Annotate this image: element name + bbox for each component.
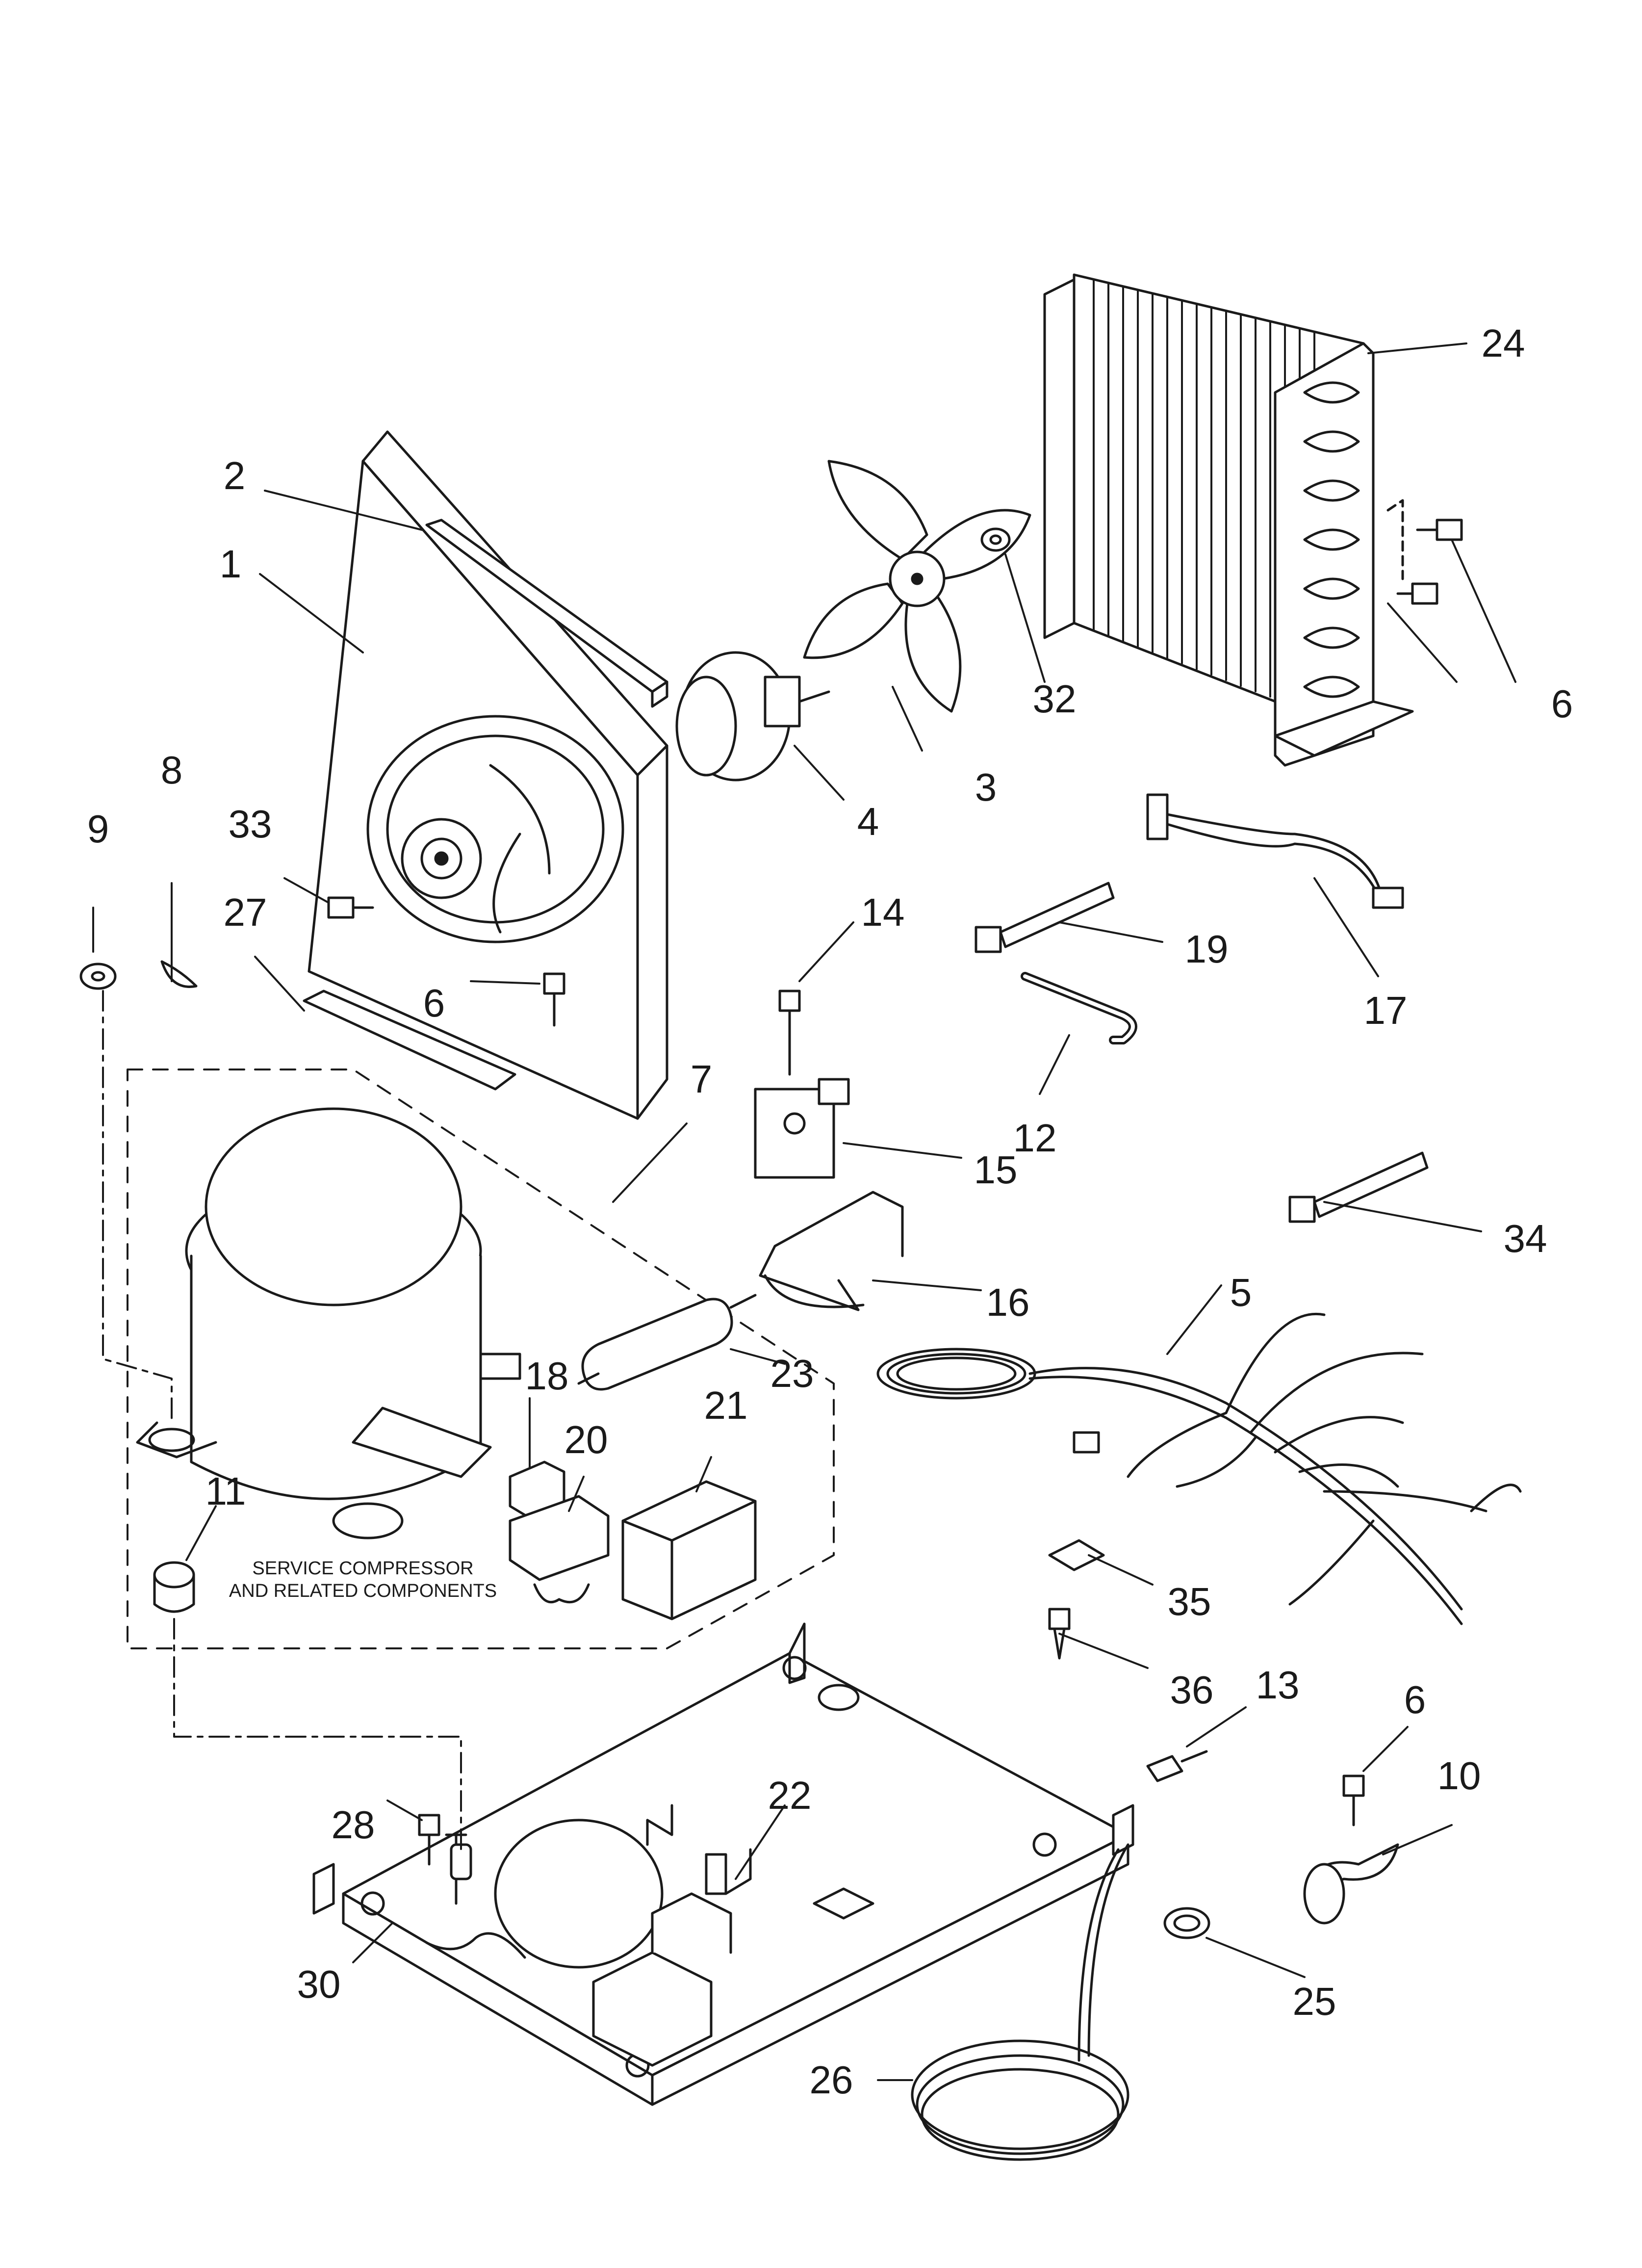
compressor-service-box [127, 1069, 835, 1649]
callout-2: 2 [223, 454, 246, 497]
callout-6-shroud: 6 [423, 981, 445, 1025]
note-line-2: AND RELATED COMPONENTS [229, 1580, 497, 1601]
bracket-part-16 [759, 1191, 904, 1311]
wire-harness-part-5 [876, 1313, 1522, 1625]
callout-4: 4 [857, 800, 879, 843]
callout-28: 28 [331, 1803, 375, 1847]
note-line-1: SERVICE COMPRESSOR [252, 1558, 474, 1579]
callout-15: 15 [974, 1148, 1018, 1192]
callout-9: 9 [87, 807, 109, 851]
callout-33: 33 [228, 802, 272, 846]
cable-tie-part-34 [1288, 1151, 1429, 1223]
callout-23: 23 [770, 1352, 814, 1395]
compressor [136, 1107, 521, 1539]
fan-shroud-part-1 [308, 430, 668, 1120]
fan-motor-part-4 [675, 651, 830, 782]
callout-6-condenser: 6 [1551, 682, 1573, 726]
callout-3: 3 [975, 765, 997, 809]
screw-part-13 [1146, 1750, 1208, 1782]
callout-21: 21 [704, 1383, 748, 1427]
callout-24: 24 [1481, 321, 1525, 365]
insulation-part-27 [303, 990, 516, 1091]
condenser-part-24 [1043, 273, 1414, 767]
clamp-part-10 [1303, 1843, 1399, 1925]
screw-part-33 [327, 896, 374, 919]
harness-part-17 [1146, 793, 1404, 909]
callout-25: 25 [1292, 1980, 1336, 2023]
callout-22: 22 [768, 1773, 812, 1817]
tubing-coil-part-26 [911, 1843, 1129, 2161]
callout-14: 14 [861, 890, 905, 934]
callout-7: 7 [690, 1057, 713, 1101]
water-valve-part-22 [592, 1848, 752, 2067]
tube-part-12 [1021, 972, 1137, 1044]
callout-13: 13 [1256, 1663, 1300, 1707]
callout-34: 34 [1503, 1217, 1547, 1260]
screw-part-6-right [1342, 1774, 1365, 1826]
callout-35: 35 [1167, 1580, 1211, 1623]
grommet-part-11 [153, 1561, 195, 1613]
callout-17: 17 [1363, 989, 1408, 1032]
gasket-strip-part-2 [425, 519, 668, 708]
callout-26: 26 [809, 2058, 853, 2102]
screw-part-14 [778, 990, 801, 1076]
callout-12: 12 [1013, 1116, 1057, 1160]
screw-part-36 [1048, 1608, 1071, 1660]
fan-blade-part-3 [803, 460, 1031, 713]
screw-part-6-left [543, 972, 565, 1027]
callout-6-base: 6 [1404, 1678, 1426, 1721]
callout-32: 32 [1032, 677, 1077, 721]
washer-part-9 [79, 963, 117, 990]
callout-1: 1 [219, 542, 242, 586]
cable-tie-part-19 [975, 882, 1115, 953]
capacitor-part-21 [621, 1480, 757, 1620]
hose-clamp-part-25 [1163, 1907, 1210, 1939]
clip-part-8 [160, 960, 198, 988]
washer-part-32 [980, 527, 1011, 552]
condenser-screws [1386, 499, 1463, 605]
base-pan-part-30 [312, 1622, 1134, 2106]
leader-lines [92, 342, 1516, 2081]
drier-part-23 [577, 1294, 757, 1391]
callout-10: 10 [1437, 1754, 1481, 1798]
callout-30: 30 [297, 1962, 341, 2006]
service-compressor-note: SERVICE COMPRESSOR AND RELATED COMPONENT… [229, 1558, 497, 1602]
relay-part-20 [509, 1495, 610, 1604]
screw-part-28 [418, 1814, 440, 1866]
callout-5: 5 [1230, 1271, 1252, 1314]
callout-19: 19 [1184, 927, 1229, 971]
callout-27: 27 [223, 890, 267, 934]
callout-16: 16 [986, 1280, 1030, 1324]
callout-8: 8 [160, 748, 183, 792]
callout-36: 36 [1170, 1668, 1214, 1712]
callout-20: 20 [564, 1418, 608, 1461]
callout-11: 11 [205, 1469, 246, 1513]
callout-18: 18 [525, 1354, 569, 1398]
bracket-part-35 [1048, 1539, 1105, 1571]
solenoid-part-15 [754, 1078, 850, 1179]
